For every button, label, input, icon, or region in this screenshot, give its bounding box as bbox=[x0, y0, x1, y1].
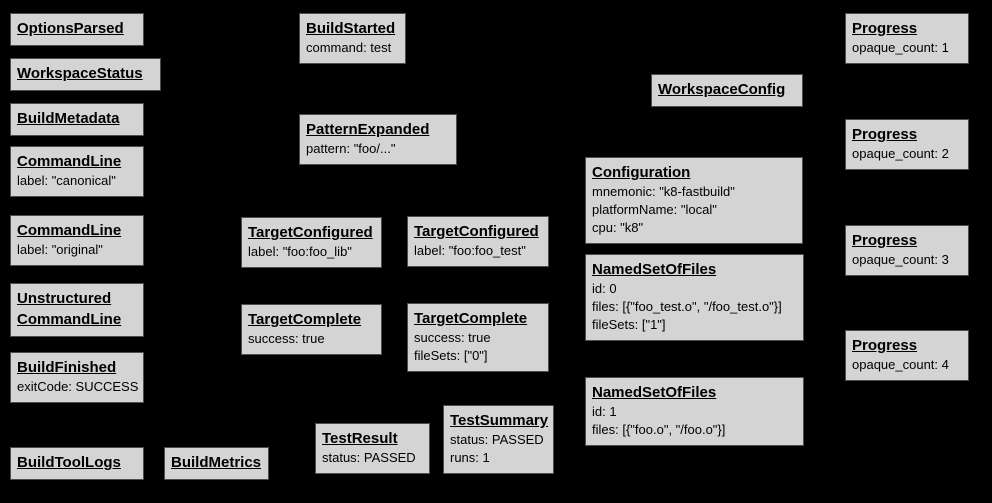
node-title: Progress bbox=[852, 124, 962, 145]
node-build-metrics: BuildMetrics bbox=[164, 447, 269, 480]
node-target-complete-foo-lib: TargetComplete success: true bbox=[241, 304, 382, 355]
node-field: exitCode: SUCCESS bbox=[17, 378, 137, 396]
node-field: id: 0 bbox=[592, 280, 797, 298]
node-title: PatternExpanded bbox=[306, 119, 450, 140]
node-test-result: TestResult status: PASSED bbox=[315, 423, 430, 474]
node-title: BuildStarted bbox=[306, 18, 399, 39]
node-workspace-config: WorkspaceConfig bbox=[651, 74, 803, 107]
node-title: TargetConfigured bbox=[414, 221, 542, 242]
node-title: BuildFinished bbox=[17, 357, 137, 378]
node-title: NamedSetOfFiles bbox=[592, 259, 797, 280]
node-title: OptionsParsed bbox=[17, 18, 137, 39]
node-field: platformName: "local" bbox=[592, 201, 796, 219]
node-title: CommandLine bbox=[17, 151, 137, 172]
node-field: id: 1 bbox=[592, 403, 797, 421]
node-workspace-status: WorkspaceStatus bbox=[10, 58, 161, 91]
node-field: opaque_count: 2 bbox=[852, 145, 962, 163]
node-field: runs: 1 bbox=[450, 449, 547, 467]
node-title: Progress bbox=[852, 18, 962, 39]
node-named-set-of-files-0: NamedSetOfFiles id: 0 files: [{"foo_test… bbox=[585, 254, 804, 341]
node-title: Progress bbox=[852, 230, 962, 251]
node-build-tool-logs: BuildToolLogs bbox=[10, 447, 144, 480]
node-field: success: true bbox=[414, 329, 542, 347]
node-title: BuildToolLogs bbox=[17, 452, 137, 473]
node-progress-1: Progress opaque_count: 1 bbox=[845, 13, 969, 64]
node-field: status: PASSED bbox=[450, 431, 547, 449]
node-commandline-original: CommandLine label: "original" bbox=[10, 215, 144, 266]
node-title: Progress bbox=[852, 335, 962, 356]
node-field: mnemonic: "k8-fastbuild" bbox=[592, 183, 796, 201]
node-field: label: "original" bbox=[17, 241, 137, 259]
node-field: files: [{"foo.o", "/foo.o"}] bbox=[592, 421, 797, 439]
node-options-parsed: OptionsParsed bbox=[10, 13, 144, 46]
node-field: label: "foo:foo_lib" bbox=[248, 243, 375, 261]
node-unstructured-commandline: Unstructured CommandLine bbox=[10, 283, 144, 337]
node-field: files: [{"foo_test.o", "/foo_test.o"}] bbox=[592, 298, 797, 316]
node-title: TargetConfigured bbox=[248, 222, 375, 243]
node-title: WorkspaceStatus bbox=[17, 63, 154, 84]
node-build-started: BuildStarted command: test bbox=[299, 13, 406, 64]
node-title: WorkspaceConfig bbox=[658, 79, 796, 100]
node-title: BuildMetadata bbox=[17, 108, 137, 129]
node-field: pattern: "foo/..." bbox=[306, 140, 450, 158]
node-field: command: test bbox=[306, 39, 399, 57]
node-title: TargetComplete bbox=[248, 309, 375, 330]
node-field: success: true bbox=[248, 330, 375, 348]
node-commandline-canonical: CommandLine label: "canonical" bbox=[10, 146, 144, 197]
node-field: label: "foo:foo_test" bbox=[414, 242, 542, 260]
node-field: status: PASSED bbox=[322, 449, 423, 467]
node-configuration: Configuration mnemonic: "k8-fastbuild" p… bbox=[585, 157, 803, 244]
node-target-configured-foo-lib: TargetConfigured label: "foo:foo_lib" bbox=[241, 217, 382, 268]
node-progress-4: Progress opaque_count: 4 bbox=[845, 330, 969, 381]
node-progress-3: Progress opaque_count: 3 bbox=[845, 225, 969, 276]
node-test-summary: TestSummary status: PASSED runs: 1 bbox=[443, 405, 554, 474]
node-title: NamedSetOfFiles bbox=[592, 382, 797, 403]
node-target-complete-foo-test: TargetComplete success: true fileSets: [… bbox=[407, 303, 549, 372]
node-field: fileSets: ["0"] bbox=[414, 347, 542, 365]
node-title: Unstructured CommandLine bbox=[17, 288, 137, 330]
node-field: label: "canonical" bbox=[17, 172, 137, 190]
node-named-set-of-files-1: NamedSetOfFiles id: 1 files: [{"foo.o", … bbox=[585, 377, 804, 446]
node-field: fileSets: ["1"] bbox=[592, 316, 797, 334]
node-field: opaque_count: 1 bbox=[852, 39, 962, 57]
node-title: CommandLine bbox=[17, 220, 137, 241]
node-title: TargetComplete bbox=[414, 308, 542, 329]
node-pattern-expanded: PatternExpanded pattern: "foo/..." bbox=[299, 114, 457, 165]
node-title: Configuration bbox=[592, 162, 796, 183]
node-title: TestSummary bbox=[450, 410, 547, 431]
node-field: opaque_count: 3 bbox=[852, 251, 962, 269]
node-field: cpu: "k8" bbox=[592, 219, 796, 237]
node-title: TestResult bbox=[322, 428, 423, 449]
node-target-configured-foo-test: TargetConfigured label: "foo:foo_test" bbox=[407, 216, 549, 267]
node-build-finished: BuildFinished exitCode: SUCCESS bbox=[10, 352, 144, 403]
node-build-metadata: BuildMetadata bbox=[10, 103, 144, 136]
node-field: opaque_count: 4 bbox=[852, 356, 962, 374]
node-title: BuildMetrics bbox=[171, 452, 262, 473]
node-progress-2: Progress opaque_count: 2 bbox=[845, 119, 969, 170]
